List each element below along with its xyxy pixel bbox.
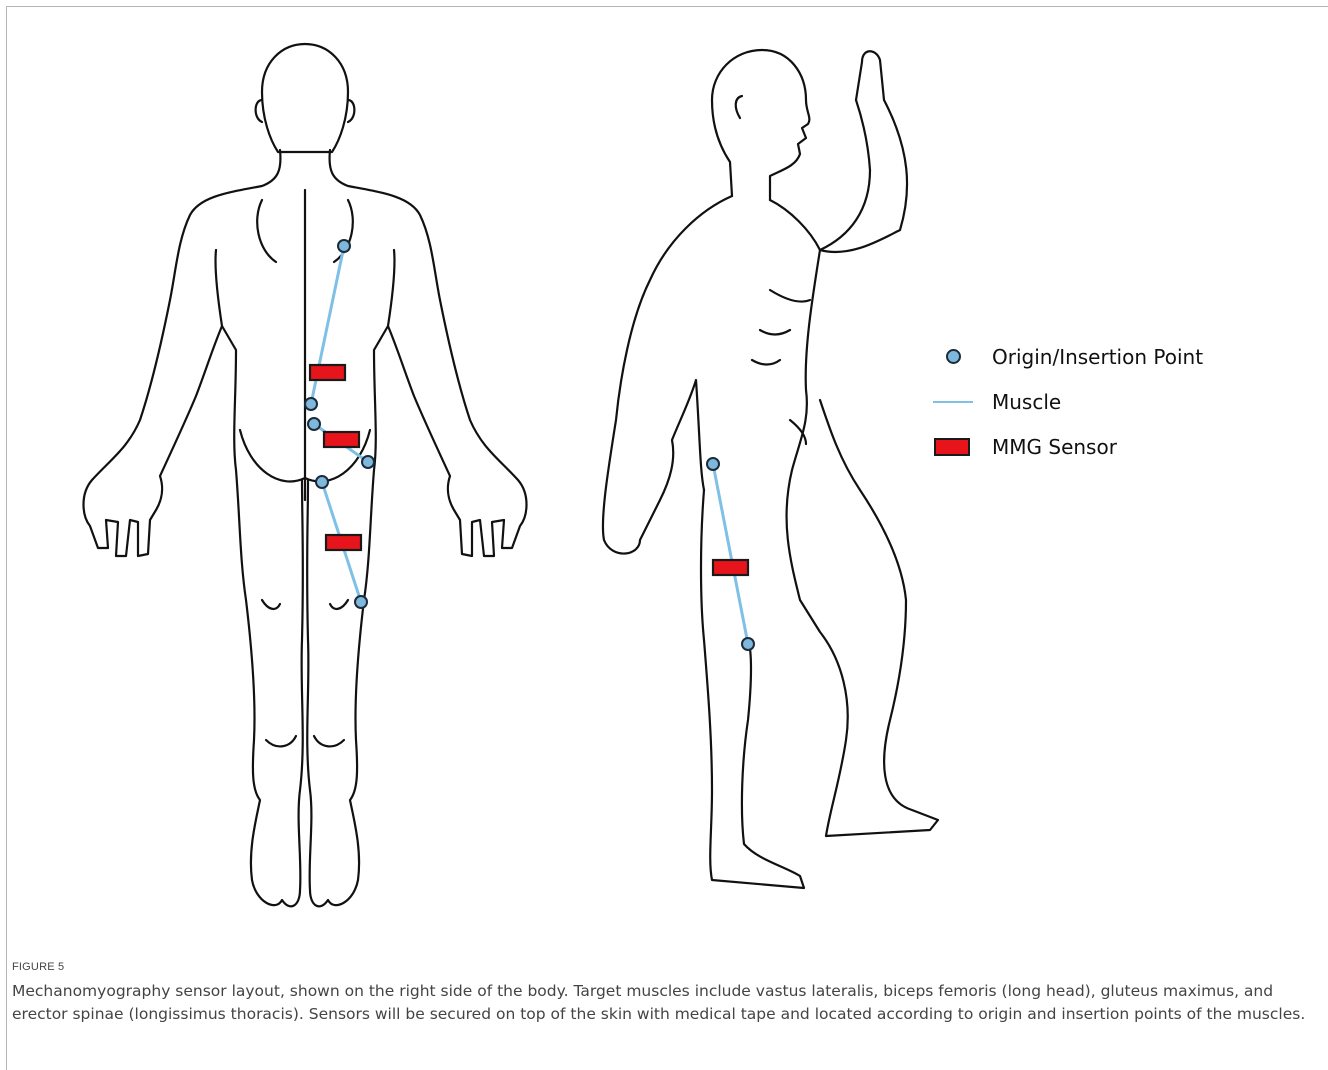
legend-label: Muscle bbox=[992, 390, 1061, 414]
lateral-body-outline bbox=[603, 50, 938, 888]
sensor-marker-icon bbox=[934, 438, 970, 456]
legend-label: Origin/Insertion Point bbox=[992, 345, 1203, 369]
erector-spinae-origin-point bbox=[338, 240, 350, 252]
gluteus-maximus-origin-point bbox=[308, 418, 320, 430]
biceps-femoris-sensor bbox=[326, 535, 361, 550]
biceps-femoris-origin-point bbox=[316, 476, 328, 488]
muscle-line-marker-icon bbox=[933, 401, 973, 403]
legend-label: MMG Sensor bbox=[992, 435, 1117, 459]
vastus-lateralis-muscle-line bbox=[713, 464, 748, 644]
vastus-lateralis-insertion-point bbox=[742, 638, 754, 650]
posterior-body-outline bbox=[84, 44, 527, 906]
legend-item-muscle: Muscle bbox=[930, 379, 1290, 424]
figure-number: FIGURE 5 bbox=[12, 961, 64, 973]
legend-item-origin-insertion: Origin/Insertion Point bbox=[930, 334, 1290, 379]
erector-spinae-sensor bbox=[310, 365, 345, 380]
body-figure-illustration bbox=[60, 30, 1320, 930]
biceps-femoris-insertion-point bbox=[355, 596, 367, 608]
vastus-lateralis-sensor bbox=[713, 560, 748, 575]
gluteus-maximus-insertion-point bbox=[362, 456, 374, 468]
figure-caption: Mechanomyography sensor layout, shown on… bbox=[12, 980, 1312, 1025]
origin-point-marker-icon bbox=[946, 349, 961, 364]
legend: Origin/Insertion Point Muscle MMG Sensor bbox=[930, 334, 1290, 469]
vastus-lateralis-origin-point bbox=[707, 458, 719, 470]
legend-item-mmg-sensor: MMG Sensor bbox=[930, 424, 1290, 469]
gluteus-maximus-sensor bbox=[324, 432, 359, 447]
erector-spinae-insertion-point bbox=[305, 398, 317, 410]
